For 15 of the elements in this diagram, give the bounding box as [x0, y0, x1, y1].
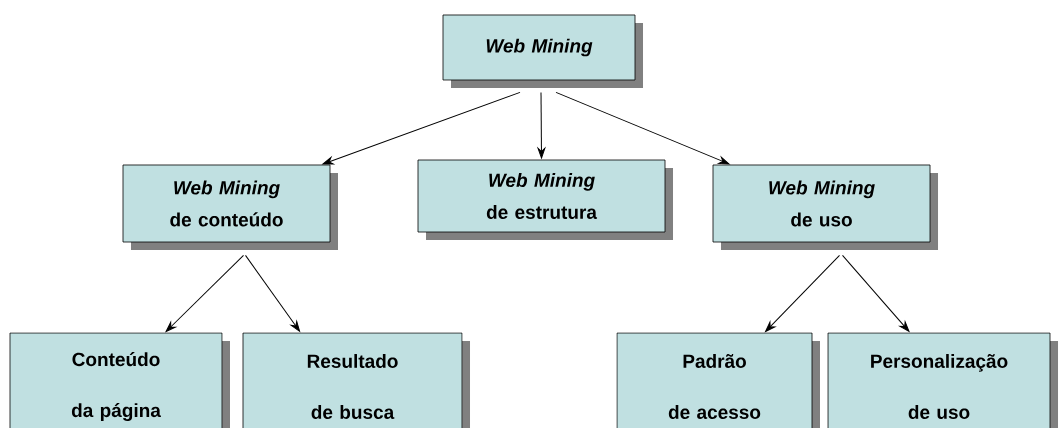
process-box: Conteúdo da página: [9, 332, 230, 428]
arrow: [165, 254, 244, 333]
arrow: [322, 91, 521, 165]
process-box: Personalização de uso: [827, 332, 1058, 428]
arrow: [842, 254, 910, 332]
process-box: Web Mining de estrutura: [417, 159, 673, 240]
arrow: [245, 254, 301, 332]
arrow: [555, 91, 730, 165]
arrow: [537, 91, 546, 159]
process-box: Resultado de busca: [242, 332, 470, 428]
process-box: Web Mining de uso: [712, 164, 938, 250]
arrow: [765, 254, 840, 332]
process-box: Web Mining de conteúdo: [122, 164, 338, 250]
process-box: Padrão de acesso: [616, 332, 820, 428]
process-box: Web Mining: [442, 14, 643, 88]
